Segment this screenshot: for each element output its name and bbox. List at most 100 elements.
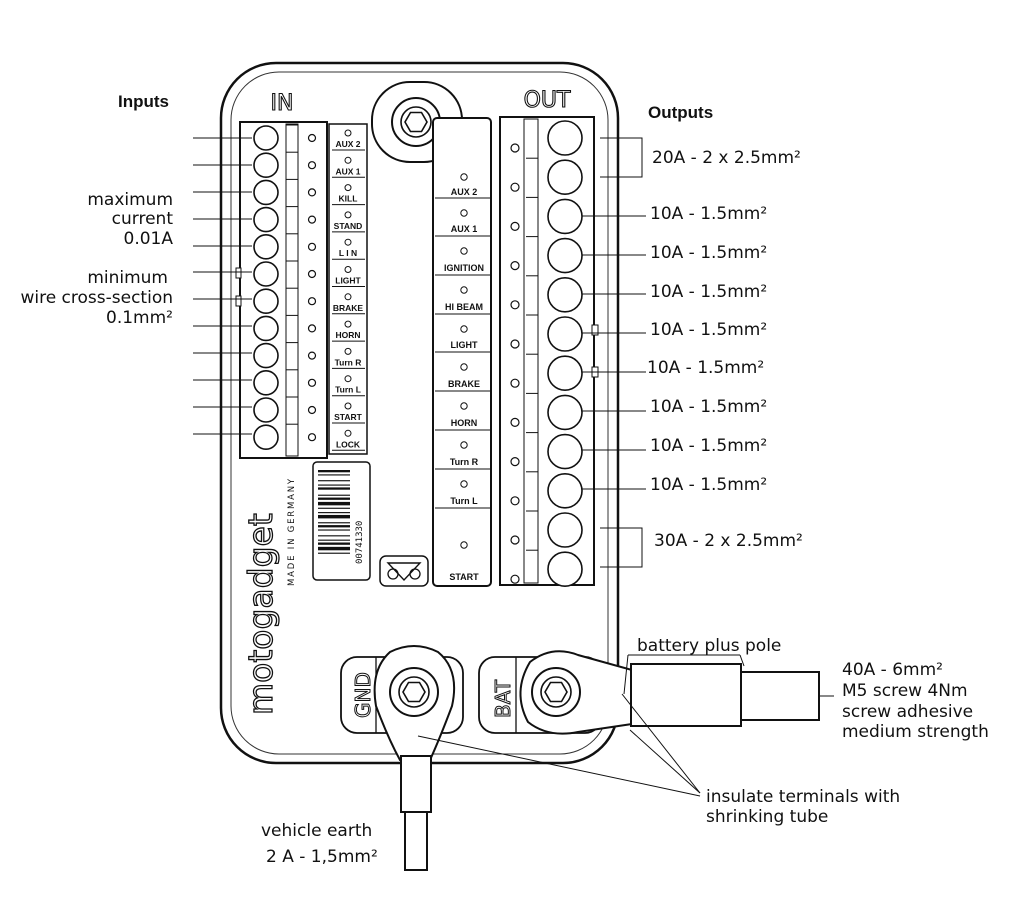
output-channel: AUX 2 bbox=[451, 173, 478, 197]
input-pin bbox=[253, 206, 317, 233]
in-label: IN bbox=[271, 91, 294, 116]
output-leader-lines bbox=[582, 137, 646, 568]
output-channel-label: START bbox=[449, 572, 479, 582]
earth-cable bbox=[400, 755, 432, 871]
bat-terminal: BAT bbox=[478, 650, 633, 735]
barcode-number: 00741330 bbox=[355, 521, 365, 564]
input-leader-lines bbox=[193, 137, 252, 435]
input-channel-label: LIGHT bbox=[335, 276, 361, 286]
output-channel: Turn R bbox=[435, 429, 490, 467]
output-pin bbox=[510, 510, 583, 548]
output-pin bbox=[510, 275, 583, 313]
input-pin bbox=[253, 124, 317, 151]
gnd-label: GND bbox=[351, 672, 375, 718]
insulate-line-2: shrinking tube bbox=[706, 807, 828, 827]
min-wire-value: 0.1mm² bbox=[106, 308, 173, 328]
input-channel-label: STAND bbox=[334, 221, 363, 231]
input-pin bbox=[253, 423, 317, 451]
input-pin bbox=[253, 287, 317, 315]
battery-line-2: M5 screw 4Nm bbox=[842, 681, 968, 701]
input-connector bbox=[235, 121, 328, 459]
output-channel: HI BEAM bbox=[435, 274, 490, 312]
input-channel-label: LOCK bbox=[336, 439, 361, 449]
barcode-sticker: 00741330 bbox=[312, 461, 371, 581]
made-in-germany: MADE IN GERMANY bbox=[287, 477, 297, 586]
output-channel: AUX 1 bbox=[435, 197, 490, 234]
input-pin bbox=[253, 369, 317, 396]
output-pin bbox=[510, 549, 583, 588]
output-channel-label: IGNITION bbox=[444, 263, 484, 273]
max-current-value: 0.01A bbox=[124, 229, 174, 249]
output-channel: IGNITION bbox=[435, 235, 490, 273]
output-pin bbox=[510, 118, 583, 156]
input-channel: START bbox=[332, 402, 365, 424]
output-pin bbox=[510, 196, 583, 235]
output-channel: START bbox=[435, 507, 490, 582]
output-channel: HORN bbox=[435, 390, 490, 428]
input-channel: HORN bbox=[332, 320, 365, 342]
input-pin bbox=[253, 396, 317, 423]
input-channel-label: Turn L bbox=[335, 385, 361, 395]
input-channel: KILL bbox=[332, 184, 365, 206]
input-channel: AUX 1 bbox=[332, 156, 365, 178]
output-channel-label: BRAKE bbox=[448, 379, 480, 389]
input-pin bbox=[253, 178, 317, 206]
output-rating: 10A - 1.5mm² bbox=[650, 397, 767, 417]
output-pin bbox=[510, 157, 583, 195]
input-channel-label: HORN bbox=[335, 330, 360, 340]
input-pin bbox=[253, 233, 317, 260]
earth-line-1: vehicle earth bbox=[261, 821, 372, 841]
output-rating: 10A - 1.5mm² bbox=[650, 243, 767, 263]
input-channel: AUX 2 bbox=[332, 129, 365, 151]
input-channel: Turn L bbox=[332, 375, 365, 397]
battery-cable bbox=[630, 663, 820, 727]
output-pin bbox=[510, 432, 583, 470]
input-channel: STAND bbox=[332, 211, 365, 233]
output-channel-label: HI BEAM bbox=[445, 302, 483, 312]
bat-label: BAT bbox=[491, 679, 515, 718]
min-wire-line2: wire cross-section bbox=[20, 288, 173, 308]
output-rating: 10A - 1.5mm² bbox=[650, 436, 767, 456]
output-pin bbox=[510, 392, 583, 431]
input-channel-label: START bbox=[334, 412, 363, 422]
input-label-strip: AUX 2 AUX 1 KILL STAND L I N LIGHT BRAKE HORN Tu… bbox=[328, 123, 368, 455]
output-channel: BRAKE bbox=[435, 351, 490, 389]
output-rating: 10A - 1.5mm² bbox=[650, 320, 767, 340]
output-channel-label: Turn R bbox=[450, 457, 479, 467]
input-channel-label: KILL bbox=[339, 194, 358, 204]
min-wire-line1: minimum bbox=[87, 268, 168, 288]
input-pin bbox=[253, 260, 317, 287]
max-current-line1: maximum bbox=[87, 190, 173, 210]
output-channel-label: AUX 1 bbox=[451, 224, 478, 234]
gnd-terminal: GND bbox=[340, 645, 464, 761]
output-channel-label: HORN bbox=[451, 418, 478, 428]
battery-line-1: 40A - 6mm² bbox=[842, 660, 943, 680]
outputs-heading: Outputs bbox=[648, 103, 713, 122]
out-label: OUT bbox=[524, 88, 571, 113]
output-rating: 10A - 1.5mm² bbox=[650, 475, 767, 495]
output-channel-label: Turn L bbox=[450, 496, 478, 506]
input-pin bbox=[253, 342, 317, 369]
inputs-heading: Inputs bbox=[118, 92, 169, 111]
input-channel: Turn R bbox=[332, 347, 365, 369]
output-rating: 10A - 1.5mm² bbox=[650, 282, 767, 302]
input-channel-label: BRAKE bbox=[333, 303, 364, 313]
input-pin bbox=[253, 314, 317, 342]
output-channel-label: AUX 2 bbox=[451, 187, 478, 197]
input-pin bbox=[253, 151, 317, 178]
input-channel: LOCK bbox=[332, 429, 365, 451]
input-channel-label: AUX 2 bbox=[335, 139, 360, 149]
input-channel-label: Turn R bbox=[335, 357, 362, 367]
output-pin bbox=[510, 314, 583, 352]
brand-logo: motogadget bbox=[241, 513, 280, 715]
input-channel-label: L I N bbox=[339, 248, 357, 258]
input-channel: L I N bbox=[332, 238, 365, 260]
battery-title: battery plus pole bbox=[637, 636, 781, 656]
output-channel: Turn L bbox=[435, 468, 490, 506]
input-channel-label: AUX 1 bbox=[335, 166, 360, 176]
output-pin bbox=[510, 236, 583, 274]
output-rating: 20A - 2 x 2.5mm² bbox=[652, 148, 801, 168]
output-channel: LIGHT bbox=[435, 313, 490, 350]
annotation-leaders bbox=[417, 654, 834, 797]
